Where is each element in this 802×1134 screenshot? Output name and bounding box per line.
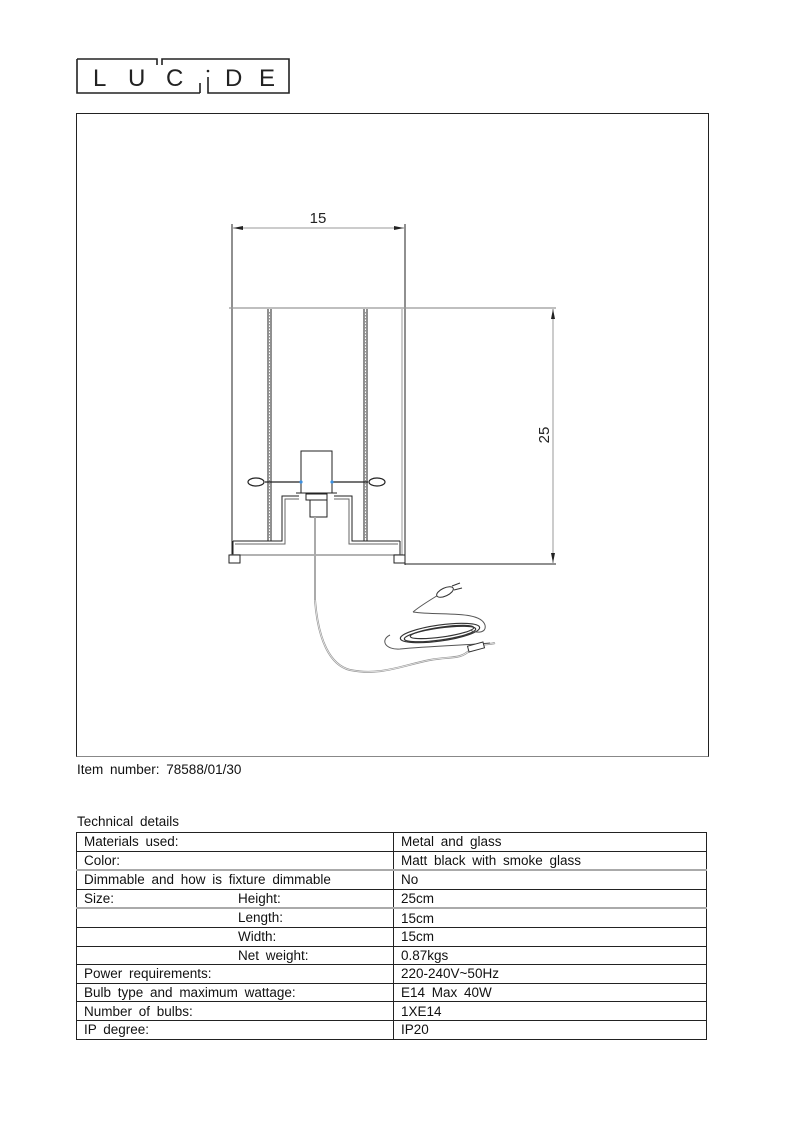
logo-mark: L U C D E <box>76 58 290 94</box>
table-row: Size: Height: 25cm <box>76 888 707 909</box>
table-row: Net weight: 0.87kgs <box>76 945 707 966</box>
spec-sublabel: Height: <box>238 890 281 906</box>
table-row: Bulb type and maximum wattage: E14 Max 4… <box>76 982 707 1003</box>
spec-value: IP20 <box>393 1019 707 1040</box>
svg-text:D: D <box>225 65 242 92</box>
svg-text:E: E <box>259 65 275 92</box>
spec-label: Dimmable and how is fixture dimmable <box>76 869 394 890</box>
table-row: Length: 15cm <box>76 907 707 928</box>
spec-label: Size: <box>84 891 115 907</box>
spec-value: 0.87kgs <box>393 945 707 966</box>
table-row: Width: 15cm <box>76 926 707 947</box>
spec-value: 15cm <box>393 907 707 928</box>
spec-sublabel: Length: <box>238 910 284 926</box>
item-number: Item number: 78588/01/30 <box>77 762 242 777</box>
svg-text:U: U <box>128 65 145 92</box>
table-row: Dimmable and how is fixture dimmable No <box>76 869 707 890</box>
spec-sublabel: Width: <box>238 928 277 944</box>
spec-label-cell: Width: <box>76 926 394 947</box>
spec-label-cell: Size: Height: <box>76 888 394 909</box>
spec-label: Materials used: <box>76 832 394 852</box>
lucide-logo: L U C D E <box>76 56 290 96</box>
spec-label: IP degree: <box>76 1019 394 1040</box>
technical-details-heading: Technical details <box>77 814 180 829</box>
spec-value: Matt black with smoke glass <box>393 850 707 871</box>
technical-drawing-frame <box>76 113 709 757</box>
spec-value: 220-240V~50Hz <box>393 964 707 984</box>
svg-text:L: L <box>93 65 106 92</box>
spec-label: Color: <box>76 850 394 871</box>
spec-label: Number of bulbs: <box>76 1001 394 1021</box>
table-row: Materials used: Metal and glass <box>76 832 707 852</box>
table-row: IP degree: IP20 <box>76 1019 707 1040</box>
table-row: Color: Matt black with smoke glass <box>76 850 707 871</box>
spec-value: 25cm <box>393 888 707 909</box>
spec-value: E14 Max 40W <box>393 982 707 1003</box>
spec-value: No <box>393 869 707 890</box>
spec-sublabel: Net weight: <box>238 947 309 963</box>
table-row: Number of bulbs: 1XE14 <box>76 1001 707 1021</box>
spec-value: Metal and glass <box>393 832 707 852</box>
spec-label-cell: Length: <box>76 907 394 928</box>
technical-details-table: Materials used: Metal and glass Color: M… <box>76 832 707 1040</box>
svg-text:C: C <box>166 65 183 92</box>
table-row: Power requirements: 220-240V~50Hz <box>76 964 707 984</box>
spec-value: 15cm <box>393 926 707 947</box>
spec-label: Bulb type and maximum wattage: <box>76 982 394 1003</box>
spec-label: Power requirements: <box>76 964 394 984</box>
spec-label-cell: Net weight: <box>76 945 394 966</box>
spec-value: 1XE14 <box>393 1001 707 1021</box>
